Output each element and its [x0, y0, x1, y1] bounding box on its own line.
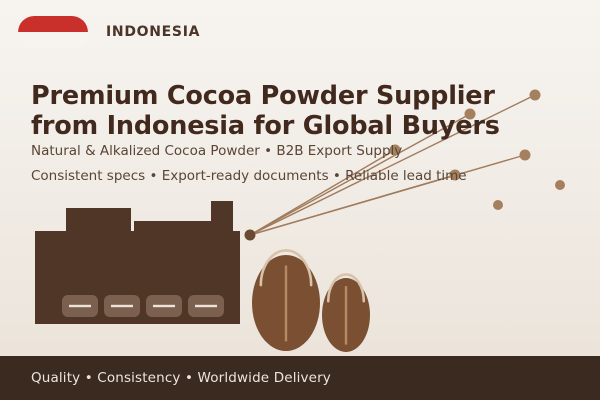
network-line	[249, 113, 471, 236]
factory-window-line-3	[153, 304, 175, 308]
network-dot-2	[464, 108, 476, 120]
factory-window-line-1	[69, 304, 91, 308]
cocoa-bean-highlight-small	[326, 273, 366, 303]
network-dot-6	[555, 180, 565, 190]
flag-bottom-stripe	[18, 32, 88, 48]
country-badge-label: INDONESIA	[106, 24, 201, 40]
network-dot-5	[449, 169, 461, 181]
factory-windows	[62, 295, 224, 317]
page-title: Premium Cocoa Powder Supplier from Indon…	[31, 81, 500, 142]
network-dots	[389, 89, 565, 210]
network-line	[249, 94, 536, 236]
cocoa-bean-highlight-large	[259, 249, 313, 287]
factory-block-left	[66, 208, 131, 238]
footer-tagline: Quality • Consistency • Worldwide Delive…	[31, 370, 331, 386]
network-dot-3	[389, 144, 401, 156]
page-title-line-2: from Indonesia for Global Buyers	[31, 111, 500, 142]
flag-top-stripe	[18, 16, 88, 32]
footer-bar: Quality • Consistency • Worldwide Delive…	[0, 356, 600, 400]
network-hub-dot	[244, 229, 256, 241]
cocoa-bean-shapes	[252, 249, 370, 352]
network-dot-7	[493, 200, 503, 210]
factory-window-line-2	[111, 304, 133, 308]
network-dot-1	[529, 89, 541, 101]
network-lines	[249, 94, 536, 236]
indonesia-flag-icon	[18, 16, 88, 48]
subtitle-line-1: Natural & Alkalized Cocoa Powder • B2B E…	[31, 143, 403, 159]
network-line	[249, 149, 396, 236]
factory-chimney	[211, 201, 233, 241]
factory-window-line-4	[195, 304, 217, 308]
subtitle-block: Natural & Alkalized Cocoa Powder • B2B E…	[31, 139, 501, 189]
network-line	[249, 174, 456, 236]
page-title-line-1: Premium Cocoa Powder Supplier	[31, 81, 495, 112]
factory-icon	[35, 201, 240, 324]
factory-block-right	[134, 221, 221, 241]
subtitle-line-2: Consistent specs • Export-ready document…	[31, 168, 467, 184]
network-dot-4	[519, 149, 531, 161]
cocoa-beans-icon	[252, 249, 370, 352]
country-badge: INDONESIA	[18, 14, 200, 50]
